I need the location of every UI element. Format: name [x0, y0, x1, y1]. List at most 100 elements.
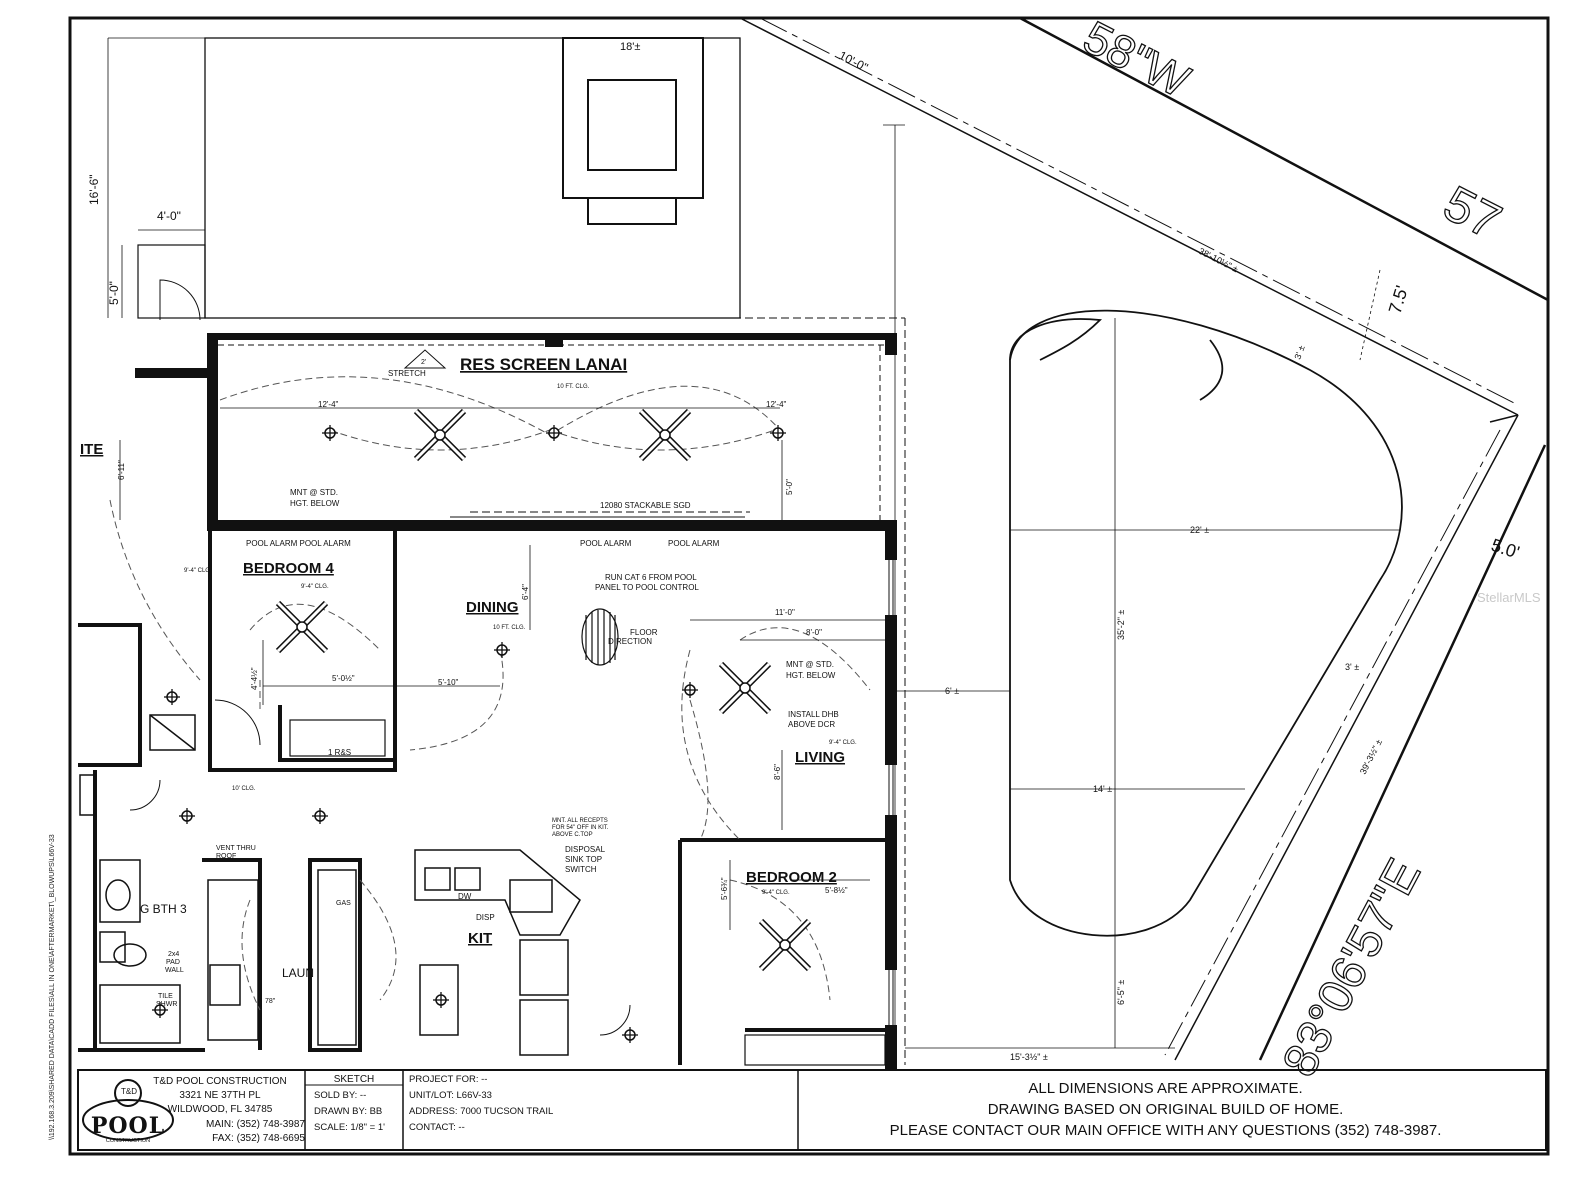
note-pool-alarm-pair: POOL ALARM POOL ALARM: [246, 539, 351, 548]
dim-18: 18'±: [620, 41, 640, 53]
dim-5-0-lanai: 5'-0": [785, 479, 794, 495]
room-label-living: LIVING: [795, 749, 845, 766]
dim-5-10: 5'-10": [438, 678, 459, 687]
floor-direction-marker: [581, 608, 619, 666]
scale: SCALE: 1/8" = 1': [314, 1122, 385, 1133]
disclaimer-3: PLEASE CONTACT OUR MAIN OFFICE WITH ANY …: [889, 1122, 1442, 1139]
company-logo: [82, 1079, 174, 1141]
note-temp: 78": [265, 998, 276, 1005]
note-floor-2: DIRECTION: [608, 637, 652, 646]
dim-4-0: 4'-0": [157, 209, 181, 223]
note-disposal-2: SINK TOP: [565, 855, 602, 864]
sold-by: SOLD BY: --: [314, 1090, 367, 1101]
note-ceiling-living: 9'-4" CLG.: [829, 740, 857, 746]
dim-15-3: 15'-3½" ±: [1010, 1052, 1048, 1062]
note-mount-living-1: MNT @ STD.: [786, 660, 834, 669]
sketch-header: SKETCH: [333, 1074, 375, 1085]
note-vent-1: VENT THRU: [216, 845, 256, 852]
note-install-dhb-1: INSTALL DHB: [788, 710, 839, 719]
stretch-marker: [403, 349, 447, 369]
light-fixture-icons: [151, 424, 787, 1044]
company-address-1: 3321 NE 37TH PL: [179, 1090, 261, 1101]
company-info: T&D POOL CONSTRUCTION 3321 NE 37TH PL WI…: [135, 1075, 305, 1117]
disclaimer-notes: ALL DIMENSIONS ARE APPROXIMATE. DRAWING …: [798, 1078, 1533, 1141]
project-for: PROJECT FOR: --: [409, 1074, 488, 1085]
company-phones: MAIN: (352) 748-3987 FAX: (352) 748-6695: [135, 1118, 305, 1146]
dim-16-6: 16'-6": [87, 174, 101, 205]
bearing-top: 58"W: [1075, 11, 1198, 108]
note-ceiling-hall: 10' CLG.: [232, 786, 256, 792]
dim-12-4-b: 12'-4": [766, 400, 787, 409]
note-ceiling-side: 9'-4" CLG.: [184, 568, 212, 574]
room-label-bath3: G BTH 3: [140, 902, 187, 916]
note-pool-alarm-1: POOL ALARM: [580, 539, 632, 548]
project-info: PROJECT FOR: -- UNIT/LOT: L66V-33 ADDRES…: [405, 1072, 795, 1136]
room-label-kitchen: KIT: [468, 930, 492, 947]
bathroom-fixtures: [79, 714, 196, 1044]
note-gas-1: GAS: [336, 900, 351, 907]
fax-phone: FAX: (352) 748-6695: [212, 1133, 305, 1144]
dim-8-0: 8'-0": [806, 628, 822, 637]
note-ceiling-bed2: 9'-4" CLG.: [762, 890, 790, 896]
note-ceiling-dining: 10 FT. CLG.: [493, 625, 526, 631]
bearing-right: 83°06'57"E: [1273, 850, 1431, 1085]
logo-subtitle: CONSTRUCTION: [105, 1138, 151, 1144]
dim-6-11: 6'-11": [117, 460, 126, 480]
dim-6-5: 6'-5" ±: [1116, 980, 1126, 1005]
dim-3-mid: 3' ±: [1345, 662, 1359, 672]
dim-6: 6' ±: [945, 686, 959, 696]
room-label-bedroom2: BEDROOM 2: [746, 869, 837, 886]
note-mount-2: HGT. BELOW: [290, 499, 340, 508]
property-lines: [739, 16, 1549, 1061]
dim-4-4: 4'-4½": [250, 667, 259, 690]
room-label-suite-partial: ITE: [80, 441, 103, 458]
dim-8-6: 8'-6": [773, 764, 782, 780]
note-receipts-2: FOR 54" OFF IN KIT.: [552, 825, 609, 831]
watermark: StellarMLS: [1477, 590, 1541, 605]
room-label-bedroom4: BEDROOM 4: [243, 560, 335, 577]
main-phone: MAIN: (352) 748-3987: [206, 1119, 305, 1130]
note-floor-1: FLOOR: [630, 628, 658, 637]
note-run-cat-1: RUN CAT 6 FROM POOL: [605, 573, 697, 582]
ceiling-fan-icons: [278, 411, 809, 969]
outdoor-kitchen: [562, 37, 704, 225]
dim-12-4-a: 12'-4": [318, 400, 339, 409]
company-name: T&D POOL CONSTRUCTION: [153, 1076, 287, 1087]
project-address: ADDRESS: 7000 TUCSON TRAIL: [409, 1106, 554, 1117]
dim-3-top: 3' ±: [1292, 344, 1306, 361]
company-address-2: WILDWOOD, FL 34785: [167, 1104, 273, 1115]
bearing-top-2: 57: [1435, 175, 1510, 250]
dim-22: 22' ±: [1190, 525, 1209, 535]
dim-39-3: 39'-3½" ±: [1358, 738, 1384, 776]
kitchen-cabinets: [207, 849, 581, 1056]
note-pad-1: 2x4: [168, 951, 179, 958]
note-ceiling-lanai: 10 FT. CLG.: [557, 384, 590, 390]
note-install-dhb-2: ABOVE DCR: [788, 720, 835, 729]
logo-word: POOL: [90, 1113, 166, 1139]
pool: [895, 309, 1403, 1049]
note-mount-1: MNT @ STD.: [290, 488, 338, 497]
dim-6-4: 6'-4": [521, 584, 530, 600]
note-receipts-1: MNT. ALL RECEPTS: [552, 818, 608, 824]
dim-14: 14' ±: [1093, 784, 1112, 794]
dim-7-5: 7.5': [1385, 283, 1412, 316]
disclaimer-2: DRAWING BASED ON ORIGINAL BUILD OF HOME.: [987, 1101, 1344, 1118]
dim-11-0: 11'-0": [775, 608, 795, 617]
note-disp: DISP: [476, 913, 495, 922]
dim-5-0: 5'-0": [107, 281, 121, 305]
note-ceiling-bed4: 9'-4" CLG.: [301, 584, 329, 590]
note-pool-alarm-2: POOL ALARM: [668, 539, 720, 548]
note-pad-2: PAD: [166, 959, 180, 966]
logo-initials: T&D: [121, 1087, 137, 1096]
house-glass: [218, 344, 894, 1025]
note-disposal-3: SWITCH: [565, 865, 597, 874]
unit-lot: UNIT/LOT: L66V-33: [409, 1090, 492, 1101]
note-stretch: STRETCH: [388, 369, 426, 378]
house-walls: [135, 333, 897, 1070]
drawn-by: DRAWN BY: BB: [314, 1106, 383, 1117]
note-receipts-3: ABOVE C.TOP: [552, 832, 593, 838]
note-tile-2: SHWR: [156, 1001, 177, 1008]
note-mount-living-2: HGT. BELOW: [786, 671, 836, 680]
dim-5-6: 5'-6¾": [720, 877, 729, 900]
